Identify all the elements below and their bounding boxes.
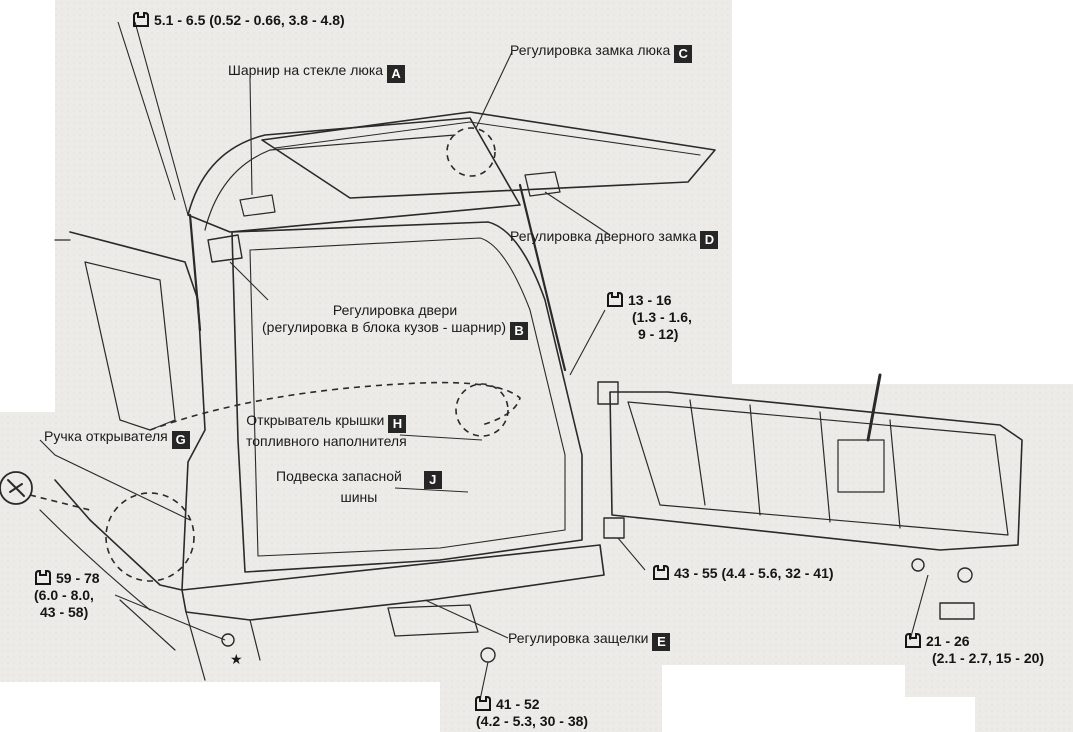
label-box-e: E [652, 633, 671, 651]
label-box-a: A [387, 65, 406, 83]
leader-c [475, 51, 513, 129]
torque-wrench-icon [607, 292, 623, 307]
latch-bracket [387, 604, 479, 637]
door-opening [231, 221, 583, 573]
key-symbol [939, 602, 975, 620]
leader-j [394, 487, 469, 493]
door-hinge-b [207, 234, 243, 263]
label-box-c: C [674, 45, 693, 63]
label-box-h: H [388, 415, 407, 433]
glass-hatch-edge [274, 121, 701, 156]
body-sheet-lines [39, 239, 176, 651]
torque-spec-carrier-latch: 21 - 26 (2.1 - 2.7, 15 - 20) [904, 633, 1044, 667]
liftgate-inner-frame [204, 134, 456, 231]
torque-wrench-icon [475, 696, 491, 711]
carrier-door-panels [689, 399, 901, 529]
label-box-j: J [423, 471, 442, 489]
leader-e [424, 599, 509, 639]
bumper-lower [185, 611, 261, 681]
torque-wrench-icon [133, 12, 149, 27]
leader-t5 [909, 574, 929, 641]
carrier-bolt-a [911, 558, 925, 572]
bumper-bolt [221, 633, 235, 647]
torque-spec-door-hinge: 13 - 16 (1.3 - 1.6, 9 - 12) [606, 292, 692, 343]
detail-circle-j [105, 492, 195, 582]
lower-hinge [603, 517, 625, 539]
leader-t1 [117, 21, 189, 216]
detail-circle-h [455, 383, 509, 437]
leader-t6 [479, 661, 489, 701]
label-box-b: B [510, 322, 529, 340]
opener-handle [0, 471, 33, 505]
body-side-outline [54, 231, 206, 591]
hatch-latch [524, 171, 561, 197]
tire-carrier-door [609, 391, 1023, 551]
torque-wrench-icon [653, 565, 669, 580]
opener-handle-grip [7, 479, 25, 497]
carrier-bolt-b [957, 567, 973, 583]
gas-strut [188, 183, 567, 372]
leader-t2 [569, 309, 606, 376]
detail-circle-c [446, 127, 496, 177]
carrier-plate [837, 439, 885, 493]
leader-d [544, 191, 611, 236]
glass-hatch [261, 111, 716, 199]
torque-value: 5.1 - 6.5 (0.52 - 0.66, 3.8 - 4.8) [154, 12, 345, 28]
torque-wrench-icon [905, 633, 921, 648]
hatch-hinge-a [239, 194, 276, 217]
leader-b [229, 261, 269, 301]
liftgate-frame [187, 117, 521, 233]
torque-wrench-icon [35, 570, 51, 585]
upper-hinge [597, 381, 619, 405]
left-white-patch [0, 0, 55, 412]
torque-spec-liftgate-strut: 5.1 - 6.5 (0.52 - 0.66, 3.8 - 4.8) [132, 12, 345, 29]
leader-t3 [617, 537, 646, 571]
carrier-door-inner [627, 401, 1009, 536]
torque-spec-carrier-hinge: 43 - 55 (4.4 - 5.6, 32 - 41) [652, 565, 834, 582]
star-mark: ★ [230, 652, 243, 668]
leader-t4 [114, 594, 226, 641]
leader-g [39, 439, 191, 521]
label-box-g: G [171, 431, 190, 449]
door-opening-seal [249, 237, 566, 557]
label-box-d: D [700, 231, 719, 249]
label-door-adjust: Регулировка двери (регулировка в блока к… [262, 302, 529, 340]
cable-route [29, 381, 521, 511]
carrier-pointer [866, 373, 882, 442]
leader-a [249, 77, 253, 196]
torque-spec-latch-bolt: 41 - 52 (4.2 - 5.3, 30 - 38) [475, 696, 589, 729]
torque-spec-bumper-bolt: 59 - 78 (6.0 - 8.0, 43 - 58) [34, 570, 100, 620]
leader-h [399, 434, 483, 441]
